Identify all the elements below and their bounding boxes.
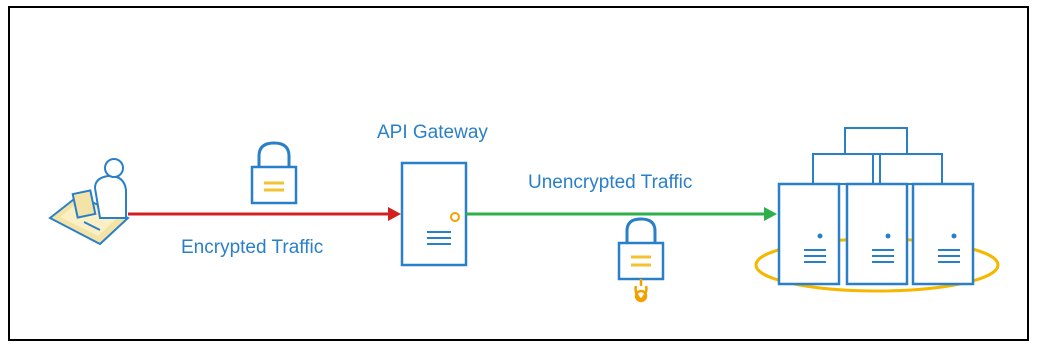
encrypted-traffic-label: Encrypted Traffic	[181, 237, 324, 258]
unencrypted-traffic-label: Unencrypted Traffic	[528, 172, 693, 193]
gateway-server-icon	[400, 161, 468, 267]
server-cluster-icon	[754, 127, 1000, 293]
broken-padlock-icon	[617, 217, 665, 303]
unencrypted-traffic-arrow	[466, 207, 777, 221]
encrypted-traffic-arrow	[128, 207, 401, 221]
padlock-icon	[250, 141, 298, 205]
diagram-frame	[8, 6, 1029, 341]
user-at-desk-icon	[48, 158, 130, 246]
gateway-label: API Gateway	[377, 122, 488, 143]
